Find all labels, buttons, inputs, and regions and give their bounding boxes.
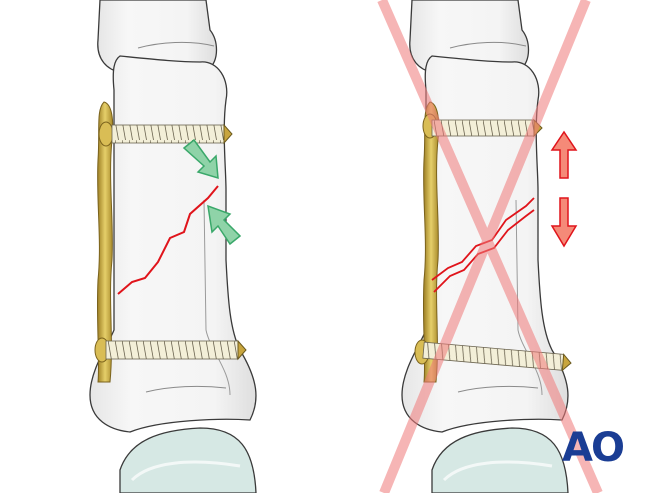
panel-correct <box>88 0 258 493</box>
plate <box>422 101 440 383</box>
plate <box>96 101 114 383</box>
compression-arrow-down-icon <box>182 138 219 180</box>
cross-mark-icon <box>377 0 603 493</box>
screw-distal <box>105 340 239 360</box>
distraction-arrow-down-icon <box>550 197 578 248</box>
ao-logo: AO <box>562 425 625 471</box>
screw-proximal <box>111 124 225 144</box>
screw-proximal <box>431 119 535 137</box>
distraction-arrow-up-icon <box>550 130 578 179</box>
fracture-line <box>117 185 219 295</box>
compression-arrow-up-icon <box>207 204 242 246</box>
